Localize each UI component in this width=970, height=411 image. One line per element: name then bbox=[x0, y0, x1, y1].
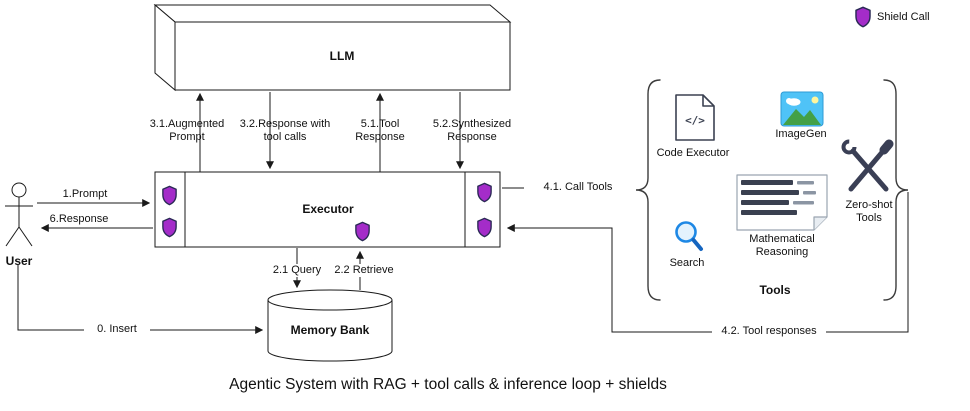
user-figure bbox=[5, 182, 33, 247]
edge-label-response-tool-calls: 3.2.Response with tool calls bbox=[239, 118, 331, 143]
search-label: Search bbox=[669, 257, 705, 269]
user-label: User bbox=[5, 254, 33, 268]
math-reasoning-icon bbox=[736, 174, 828, 231]
edge-label-response: 6.Response bbox=[49, 213, 109, 225]
llm-node bbox=[153, 3, 512, 92]
edge-label-retrieve: 2.2 Retrieve bbox=[326, 264, 402, 277]
executor-node bbox=[154, 171, 501, 248]
tools-group-label: Tools bbox=[759, 283, 791, 297]
code-glyph: </> bbox=[685, 114, 705, 127]
legend-shield-icon bbox=[855, 6, 871, 28]
math-reasoning-label: Mathematical Reasoning bbox=[749, 233, 815, 258]
edge-label-tool-responses: 4.2. Tool responses bbox=[712, 325, 826, 338]
arrow-tool-responses bbox=[506, 192, 909, 333]
imagegen-label: ImageGen bbox=[775, 128, 827, 140]
edge-label-synthesized-response: 5.2.Synthesized Response bbox=[432, 118, 512, 143]
edge-label-augmented-prompt: 3.1.Augmented Prompt bbox=[149, 118, 225, 143]
shield-icon bbox=[355, 221, 370, 242]
imagegen-icon bbox=[780, 91, 824, 127]
arrow-insert bbox=[17, 265, 264, 334]
edge-label-call-tools: 4.1. Call Tools bbox=[524, 181, 632, 194]
search-icon bbox=[675, 221, 703, 251]
edge-label-insert: 0. Insert bbox=[84, 323, 150, 336]
code-executor-label: Code Executor bbox=[656, 147, 730, 159]
zero-shot-tools-icon bbox=[841, 139, 894, 192]
llm-label: LLM bbox=[329, 49, 355, 63]
legend-shield-label: Shield Call bbox=[877, 11, 930, 23]
edge-label-tool-response: 5.1.Tool Response bbox=[355, 118, 405, 143]
shield-icon bbox=[162, 217, 177, 238]
code-executor-icon: </> bbox=[675, 94, 715, 141]
memory-bank-label: Memory Bank bbox=[290, 323, 370, 337]
edge-label-query: 2.1 Query bbox=[262, 264, 332, 277]
tools-brace-right bbox=[883, 79, 909, 301]
edge-label-prompt: 1.Prompt bbox=[62, 188, 108, 200]
diagram-title: Agentic System with RAG + tool calls & i… bbox=[229, 376, 667, 393]
zero-shot-tools-label: Zero-shot Tools bbox=[845, 199, 893, 224]
shield-icon bbox=[162, 185, 177, 206]
shield-icon bbox=[477, 217, 492, 238]
memory-bank-node bbox=[267, 289, 393, 362]
shield-icon bbox=[477, 182, 492, 203]
executor-label: Executor bbox=[302, 202, 354, 216]
tools-brace-left bbox=[635, 79, 661, 301]
